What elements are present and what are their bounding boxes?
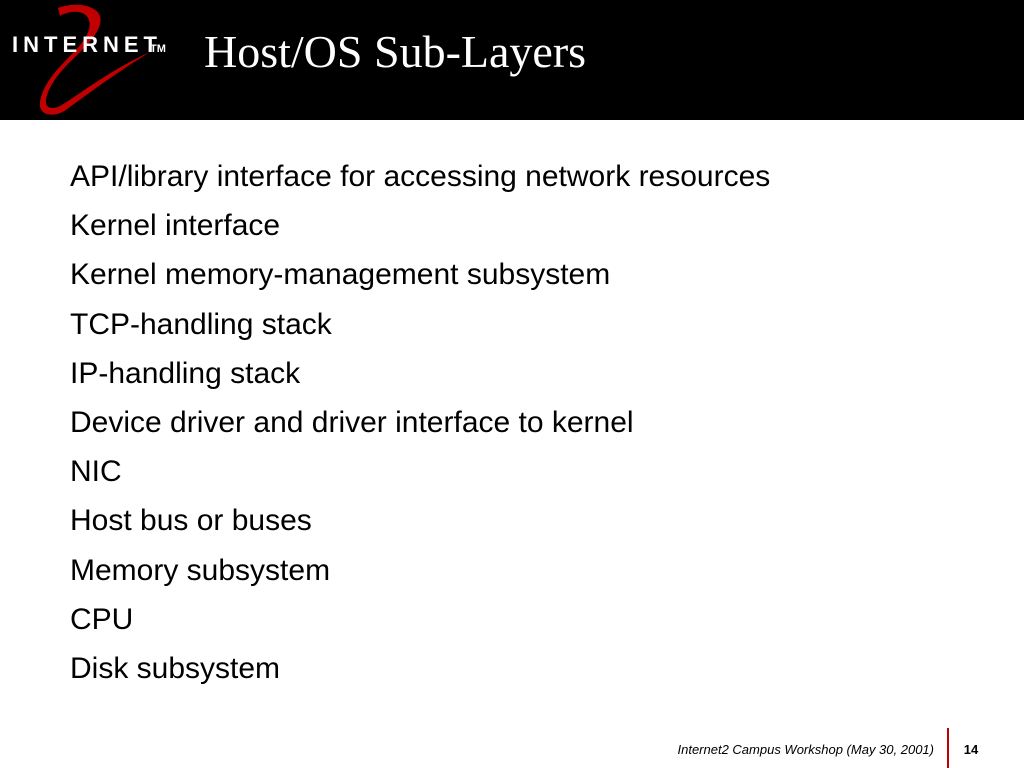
page-number: 14	[963, 742, 979, 757]
list-item: NIC	[70, 455, 122, 489]
list-item: Kernel interface	[70, 209, 281, 243]
slide-title: Host/OS Sub-Layers	[204, 26, 587, 77]
list-item: IP-handling stack	[70, 356, 301, 390]
content-list: API/library interface for accessing netw…	[70, 152, 770, 693]
list-item: Kernel memory-management subsystem	[70, 258, 611, 292]
list-item: TCP-handling stack	[70, 307, 332, 341]
list-item: Device driver and driver interface to ke…	[70, 405, 634, 439]
logo-wordmark: INTERNET	[12, 32, 162, 57]
header-bar: INTERNET TM Host/OS Sub-Layers	[0, 0, 1024, 120]
internet2-logo: INTERNET TM	[0, 0, 185, 120]
list-item: Disk subsystem	[70, 651, 281, 685]
footer-caption: Internet2 Campus Workshop (May 30, 2001)	[677, 742, 934, 757]
logo-swoosh-2	[39, 4, 150, 115]
list-item: API/library interface for accessing netw…	[70, 160, 771, 193]
internet2-logo-graphic: INTERNET TM	[12, 4, 166, 115]
list-item: Memory subsystem	[70, 553, 331, 587]
logo-trademark: TM	[150, 43, 166, 55]
list-item: Host bus or buses	[70, 504, 312, 538]
footer-divider	[947, 728, 949, 768]
list-item: CPU	[70, 602, 134, 636]
